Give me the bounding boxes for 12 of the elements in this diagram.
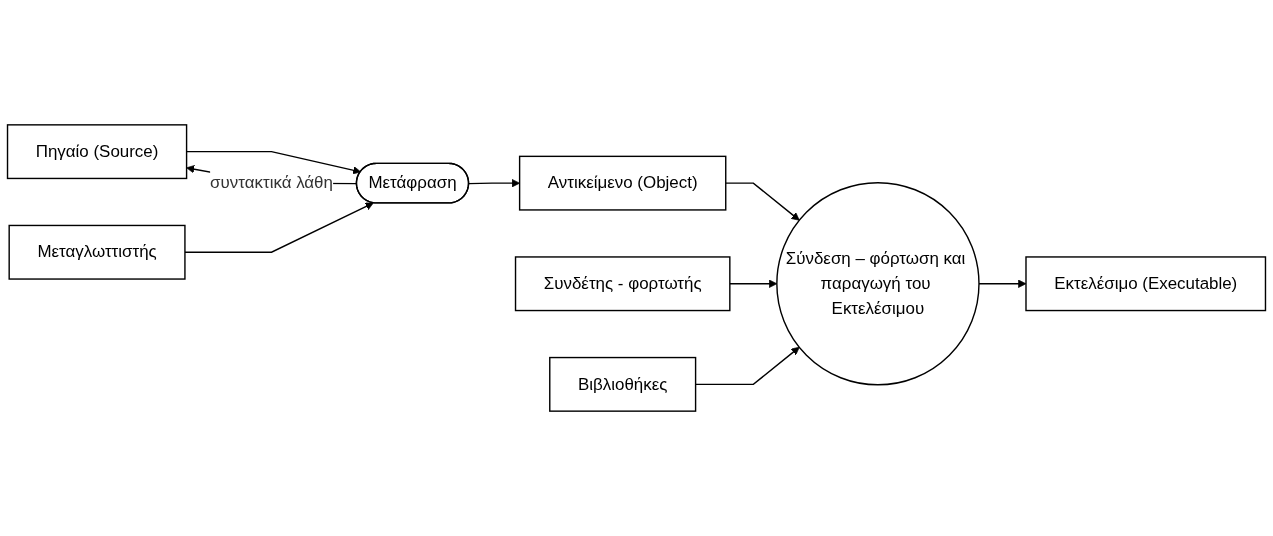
arrow bbox=[725, 182, 800, 221]
arrow bbox=[729, 279, 778, 288]
node-box: Πηγαίο (Source) bbox=[6, 124, 188, 180]
arrow bbox=[468, 179, 520, 188]
node-circle: Σύνδεση – φόρτωση και παραγωγή του Εκτελέσιμου bbox=[776, 181, 980, 386]
node-box: Εκτελέσιμο (Executable) bbox=[1025, 256, 1267, 312]
arrow bbox=[184, 202, 374, 253]
node-box: Μεταγλωττιστής bbox=[8, 224, 186, 280]
edge-label: συντακτικά λάθη bbox=[210, 173, 333, 193]
node-box: Βιβλιοθήκες bbox=[549, 356, 697, 412]
node-box: Συνδέτης - φορτωτής bbox=[514, 256, 731, 312]
node-box: Αντικείμενο (Object) bbox=[518, 155, 727, 211]
